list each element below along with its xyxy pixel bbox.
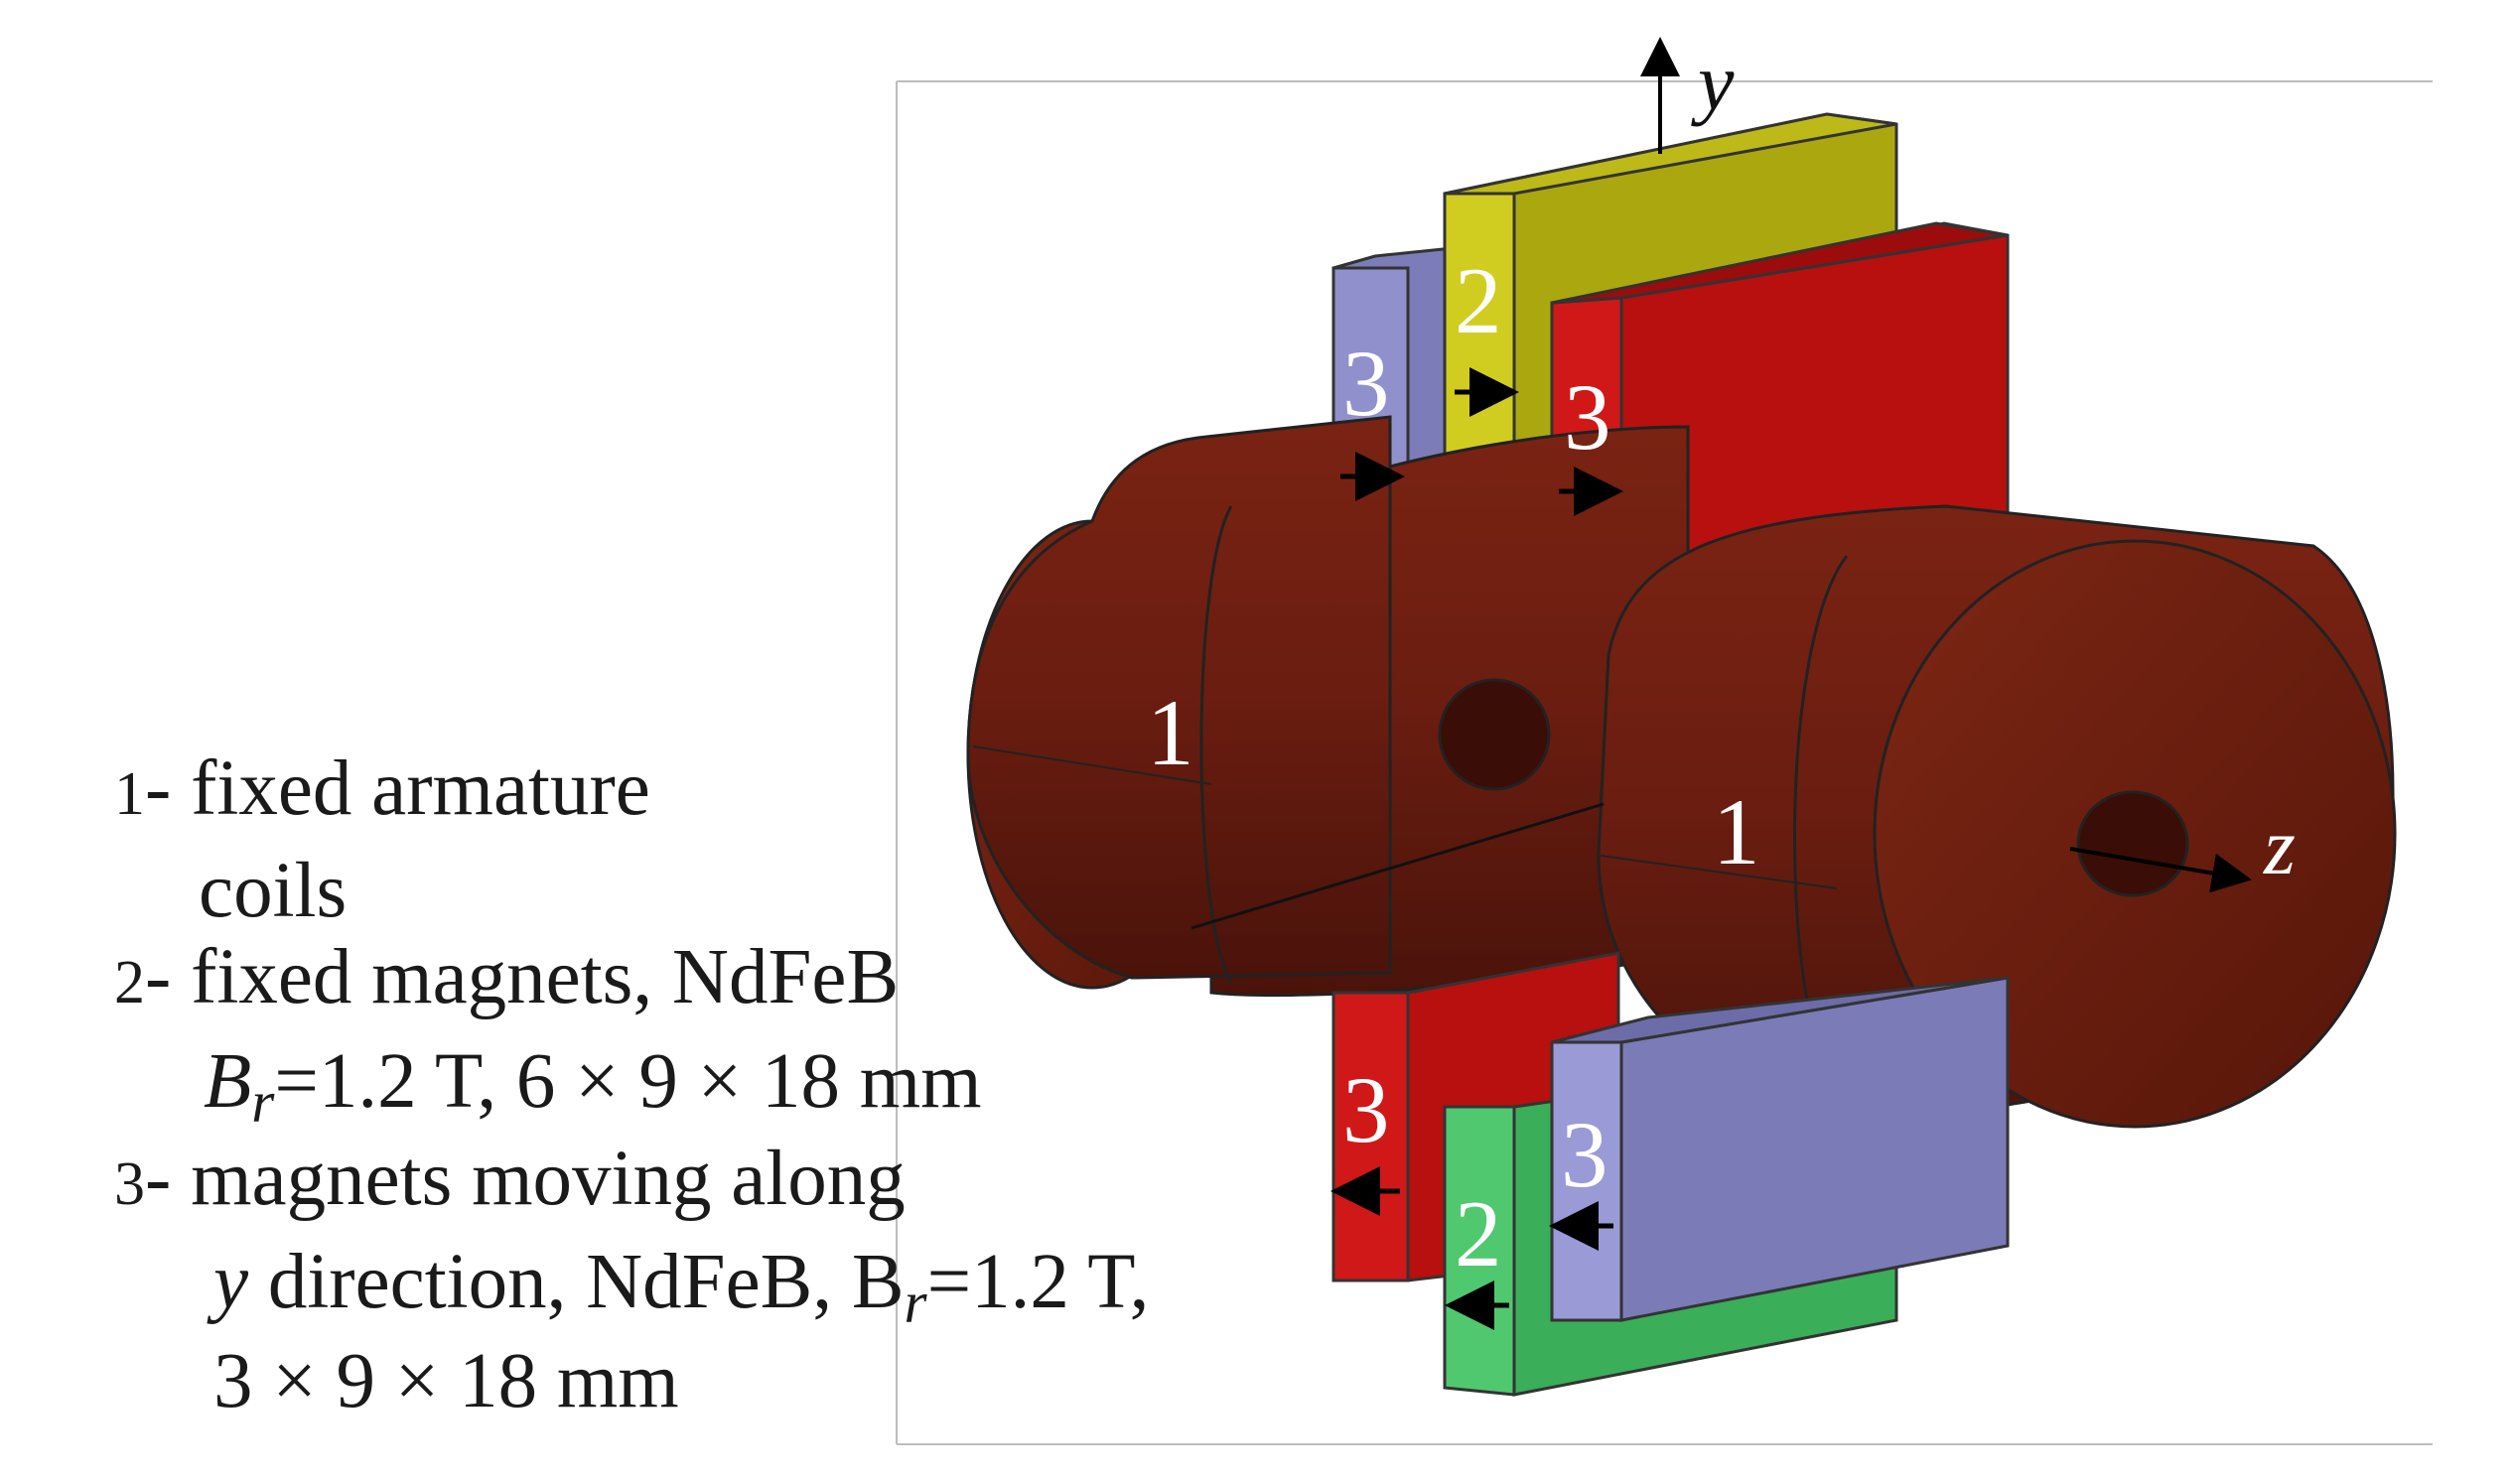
legend-item-3-spec: direction, NdFeB, B [248, 1239, 905, 1325]
armature-coil-left [966, 415, 1690, 998]
part-label-1-right: 1 [1713, 779, 1760, 884]
part-label-2-top: 2 [1455, 248, 1502, 353]
legend-item-3-dimensions: 3 × 9 × 18 mm [213, 1338, 679, 1424]
legend-item-1-line2: coils [199, 852, 347, 930]
moving-magnet-bottom-right [1550, 976, 2010, 1322]
legend-item-3-line1: 3- magnets moving along [114, 1140, 906, 1218]
legend-item-2-line1: 2- fixed magnets, NdFeB [114, 938, 899, 1016]
legend-item-3-line3: 3 × 9 × 18 mm [213, 1342, 679, 1420]
legend-item-3-line2: y direction, NdFeB, Br=1.2 T, [213, 1243, 1149, 1332]
legend-item-3-var: y [213, 1239, 249, 1325]
part-label-3-bottom-left: 3 [1342, 1057, 1390, 1162]
y-axis-label: y [1691, 37, 1735, 127]
part-label-2-bottom: 2 [1455, 1181, 1502, 1286]
legend-item-2-spec: =1.2 T, 6 × 9 × 18 mm [274, 1038, 982, 1125]
legend-item-3-number: 3 [114, 1150, 145, 1218]
part-label-3-top-left: 3 [1342, 331, 1390, 436]
legend-item-2-subscript: r [251, 1068, 275, 1135]
legend-item-3-dash: - [145, 1136, 172, 1222]
part-label-3-top-right: 3 [1564, 364, 1611, 470]
part-label-3-bottom-right: 3 [1561, 1102, 1608, 1207]
part-label-1-left: 1 [1147, 680, 1194, 785]
legend-item-3-text: magnets moving along [191, 1136, 906, 1222]
legend-item-3-spec-tail: =1.2 T, [926, 1239, 1150, 1325]
legend-item-1-line1: 1- fixed armature [114, 749, 650, 828]
legend-item-2-number: 2 [114, 949, 145, 1016]
legend-item-1-number: 1 [114, 760, 145, 828]
legend-item-3-subscript: r [904, 1269, 927, 1335]
legend-item-1-text-2: coils [199, 848, 348, 934]
z-axis-label: z [2263, 801, 2296, 891]
figure-frame [896, 80, 2433, 1445]
legend-item-1-text: fixed armature [191, 745, 650, 832]
legend-item-2-dash: - [145, 934, 172, 1020]
magnetization-arrows [1330, 367, 1623, 1330]
legend-item-2-text: fixed magnets, NdFeB [191, 934, 900, 1020]
legend-item-2-symbol: B [204, 1038, 252, 1125]
legend-item-2-line2: Br=1.2 T, 6 × 9 × 18 mm [204, 1042, 982, 1132]
legend-item-1-dash: - [145, 745, 172, 832]
z-axis-arrow [2069, 847, 2252, 893]
moving-magnet-top-right [1550, 221, 2010, 598]
